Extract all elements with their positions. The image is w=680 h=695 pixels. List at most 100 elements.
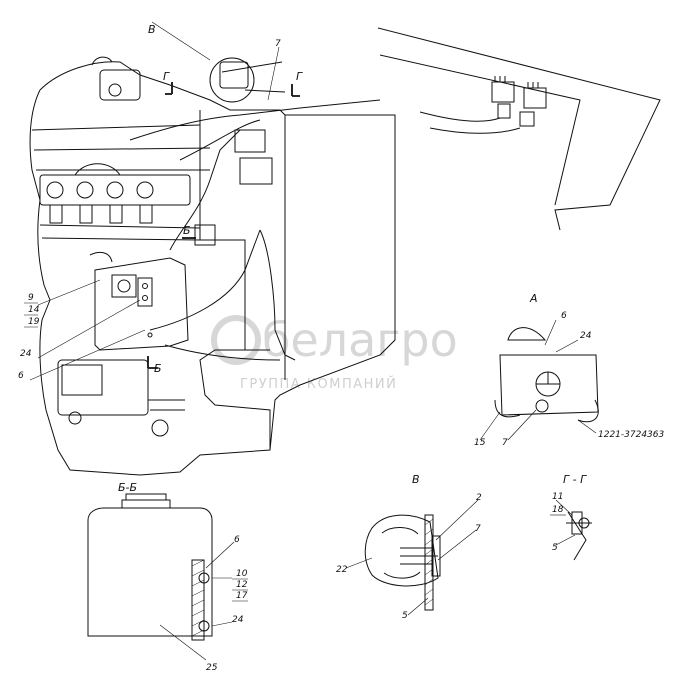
callout-main-19: 19 [28, 317, 40, 327]
callout-gg-18: 18 [552, 505, 564, 515]
callout-main-24: 24 [20, 349, 32, 359]
leader-a-15 [479, 411, 501, 441]
view-a-bracket [494, 399, 599, 423]
section-g-left-label: Г [163, 70, 170, 83]
watermark-logo-icon [211, 315, 261, 365]
callout-a-part: 1221-3724363 [598, 430, 665, 440]
callout-v-5: 5 [402, 611, 408, 621]
leader-main-9 [37, 279, 101, 306]
relay-block-1 [234, 129, 266, 153]
watermark: белагро ГРУППА КОМПАНИЙ [211, 313, 458, 392]
view-a-clamp [535, 399, 549, 413]
section-bb-bracket [191, 559, 205, 641]
engine-top-edge [39, 61, 286, 116]
leader-gg-11 [555, 499, 573, 516]
view-a-tank [499, 354, 599, 416]
callout-bb-17: 17 [236, 591, 248, 601]
harness-wire-7 [89, 251, 113, 263]
callout-stack-lines [24, 302, 38, 328]
callout-a-7: 7 [502, 438, 508, 448]
harness-wire-3 [169, 129, 241, 251]
section-mark-b [147, 356, 158, 369]
leader-bb-24 [211, 621, 233, 627]
leader-a-7 [507, 409, 537, 441]
leader-main-6 [29, 329, 146, 381]
filter-cap [108, 83, 122, 97]
callout-v-2: 2 [476, 493, 482, 503]
harness-wire-2 [179, 119, 261, 161]
view-v-lamp-body [364, 514, 439, 587]
section-bb-hatching [191, 559, 205, 637]
main-view: В Г Г 7 Б Б 9 14 19 24 6 [18, 21, 396, 476]
callout-a-24: 24 [580, 331, 592, 341]
callout-bb-6: 6 [234, 535, 240, 545]
section-bb: Б-Б 6 10 12 17 24 25 [87, 481, 248, 673]
watermark-brand: белагро [262, 313, 458, 367]
filter-hose [91, 56, 113, 66]
section-mark-g-left [165, 82, 173, 95]
engine-block-lines [31, 124, 211, 171]
view-a: A 6 24 15 7 1221-3724363 [474, 292, 665, 448]
view-v: В 2 7 22 5 [336, 473, 482, 621]
section-b-top-label: Б [183, 224, 191, 237]
leader-v-7 [437, 529, 477, 561]
leader-view-b [151, 21, 211, 61]
washer-tank-main [94, 257, 189, 351]
section-bb-label: Б-Б [118, 481, 137, 494]
section-gg: Г - Г 11 18 5 [550, 473, 592, 561]
leader-bb-25 [159, 624, 207, 661]
section-bb-neck [121, 493, 171, 508]
leader-bb-6 [205, 541, 235, 569]
section-gg-panel [567, 511, 587, 561]
view-a-label: A [529, 292, 538, 305]
callout-bb-24: 24 [232, 615, 244, 625]
section-bb-bolt-2 [198, 620, 210, 632]
view-a-cap [507, 327, 547, 341]
callout-main-6: 6 [18, 371, 24, 381]
leader-a-24 [555, 339, 579, 353]
detail-b-circle [209, 57, 255, 103]
leader-v-2 [435, 499, 479, 541]
watermark-tagline: ГРУППА КОМПАНИЙ [240, 376, 397, 392]
relay-block-2 [239, 157, 273, 185]
bulkhead-line [199, 110, 246, 350]
view-v-panel [424, 514, 434, 611]
callout-v-22: 22 [336, 565, 348, 575]
callout-v-7: 7 [475, 524, 481, 534]
leader-main-7 [267, 46, 280, 101]
harness-wire-4 [259, 229, 296, 361]
callout-bb-12: 12 [236, 580, 248, 590]
callout-gg-11: 11 [552, 492, 563, 502]
air-filter [99, 69, 141, 101]
view-b-label: В [148, 23, 156, 36]
callout-bb-25: 25 [206, 663, 218, 673]
detail-b-wire [221, 61, 286, 93]
connector-block [194, 224, 216, 246]
callout-main-7: 7 [275, 39, 281, 49]
harness-wire-1 [129, 99, 381, 141]
section-mark-g-right [291, 84, 300, 97]
cylinder-head [39, 163, 201, 241]
section-gg-label: Г - Г [563, 473, 587, 486]
callout-main-9: 9 [28, 293, 34, 303]
engine-outline [29, 89, 271, 476]
leader-gg-5 [555, 534, 576, 546]
callout-a-6: 6 [561, 311, 567, 321]
leader-v-22 [345, 557, 373, 569]
leader-v-5 [407, 597, 429, 616]
section-bb-tank [87, 507, 213, 637]
section-b-label: Б [154, 362, 162, 375]
leader-a-6 [544, 319, 557, 346]
view-v-connector [400, 547, 438, 565]
view-v-label: В [412, 473, 420, 486]
callout-main-14: 14 [28, 305, 40, 315]
leader-a-part [577, 419, 597, 434]
harness-wire-5 [149, 229, 261, 331]
cab-wall [269, 114, 396, 451]
callout-bb-10: 10 [236, 569, 248, 579]
callout-a-15: 15 [474, 438, 486, 448]
cab-detail-view [377, 27, 661, 231]
leader-main-24 [37, 299, 141, 359]
